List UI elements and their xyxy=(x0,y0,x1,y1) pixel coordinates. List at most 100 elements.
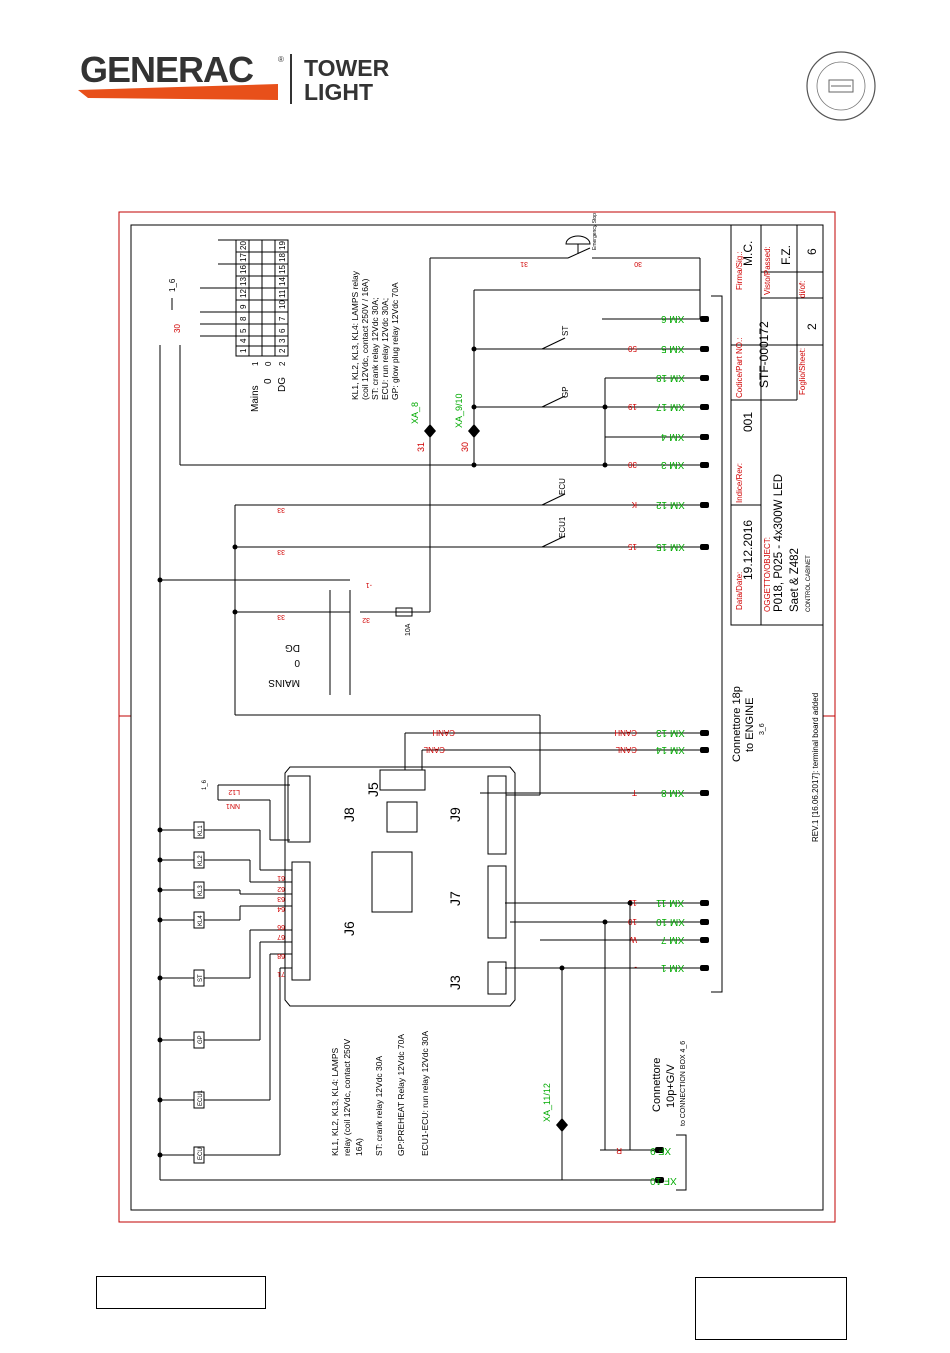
brand-name: GENERAC xyxy=(80,49,254,90)
control-board xyxy=(284,766,516,1007)
note-top-4: ECU: run relay 12Vdc 30A; xyxy=(380,298,390,400)
title-block xyxy=(730,224,824,626)
relay-kl1: KL1 xyxy=(198,825,204,836)
wire-minus-a: -1 xyxy=(366,581,372,588)
table-header-1-0: 1 xyxy=(239,348,248,353)
visto-label: Visto/Passed: xyxy=(763,246,772,295)
xm-8-label: XM 8 xyxy=(661,787,685,798)
wire-33-b: 33 xyxy=(277,548,285,555)
firma-label: Firma/Sig.: xyxy=(735,251,744,290)
wire-33-a: 33 xyxy=(277,506,285,513)
fuse-label: 10A xyxy=(405,623,412,636)
node-xa910-label: XA_9/10 xyxy=(454,393,464,428)
table-header-2-3: 7 xyxy=(278,316,287,321)
wire-64: 64 xyxy=(277,905,285,912)
sheet-inner-frame xyxy=(130,224,824,1211)
table-header-2-0: 2 xyxy=(278,348,287,353)
engine-connector-title-1: Connettore 18p xyxy=(731,686,743,762)
wire-67: 67 xyxy=(277,933,285,940)
bottom-left-stamp-box xyxy=(96,1276,266,1309)
ref-1-6-top: 1_6 xyxy=(168,278,177,292)
revision-note: REV.1 [16.06.2017]: terminal board added xyxy=(811,693,820,842)
table-row-mains: Mains xyxy=(250,385,261,412)
note-bottom-5: GP:PREHEAT Relay 12Vdc 70A xyxy=(396,1034,406,1156)
xm-14-wire: CANL xyxy=(615,745,637,754)
xf-9-label: XF 9 xyxy=(650,1145,672,1156)
table-header-2-9: 19 xyxy=(278,241,287,250)
selector-dg: DG xyxy=(285,642,300,653)
wire-32: 32 xyxy=(362,616,370,623)
wire-31-top: 31 xyxy=(520,260,528,267)
xm-3-wire: 30 xyxy=(628,460,637,469)
table-header-1-6: 13 xyxy=(239,277,248,286)
xm-17-label: XM 17 xyxy=(656,401,685,412)
wire-68: 68 xyxy=(277,952,285,959)
relay-kl2: KL2 xyxy=(198,855,204,866)
table-header-2-2: 6 xyxy=(278,328,287,333)
relay-gp-contact: GP xyxy=(561,386,570,398)
note-top-3: ST: crank relay 12Vdc 30A; xyxy=(370,297,380,400)
table-header-1-5: 12 xyxy=(239,289,248,298)
box-connector-title-2: 10p+G/V xyxy=(665,1064,677,1108)
brand-registered: ® xyxy=(278,55,284,64)
table-header-2-1: 3 xyxy=(278,338,287,343)
xf-9-wire: R xyxy=(616,1146,622,1155)
xm-13-label: XM 13 xyxy=(656,727,685,738)
table-header-2-8: 18 xyxy=(278,253,287,262)
generac-tower-light-logo: GENERAC ® TOWER LIGHT xyxy=(78,49,390,105)
box-connector-ref: to CONNECTION BOX 4_6 xyxy=(680,1041,687,1126)
xm-11-wire: 11 xyxy=(628,898,637,907)
note-top-5: GP: glow plug relay 12Vdc 70A xyxy=(390,282,400,400)
table-header-1-8: 17 xyxy=(239,253,248,262)
relay-st-contact: ST xyxy=(561,326,570,336)
sheet-outer-frame xyxy=(118,211,836,1223)
board-j3: J3 xyxy=(447,975,463,990)
bottom-right-stamp-box xyxy=(695,1277,847,1340)
xm-18-label: XM 18 xyxy=(656,372,685,383)
table-header-1-7: 16 xyxy=(239,265,248,274)
xm-6-label: XM 6 xyxy=(661,313,685,324)
selector-mains: MAINS xyxy=(268,677,300,688)
xm-13-wire: CANH xyxy=(614,728,637,737)
relay-ecu: ECU xyxy=(198,1147,204,1160)
note-bottom-1: KL1, KL2, KL3, KL4: LAMPS xyxy=(330,1047,340,1156)
board-j5: J5 xyxy=(365,782,381,797)
node-xa1112 xyxy=(556,1118,568,1132)
table-row-dg: DG xyxy=(277,377,288,392)
note-bottom-6: ECU1-ECU: run relay 12Vdc 30A xyxy=(420,1030,430,1156)
codice-value: STF-000172 xyxy=(757,321,771,388)
xm-3-label: XM 3 xyxy=(661,459,685,470)
board-j9: J9 xyxy=(447,807,463,822)
xm-10-label: XM 10 xyxy=(656,916,685,927)
xm-12-label: XM 12 xyxy=(656,499,685,510)
selector-zero: 0 xyxy=(294,657,300,668)
xm-10-wire: 10 xyxy=(628,917,637,926)
xm-5-label: XM 5 xyxy=(661,343,685,354)
data-value: 19.12.2016 xyxy=(741,520,755,580)
xm-terminal-strip xyxy=(180,318,700,969)
xm-17-wire: 19 xyxy=(628,402,637,411)
node-31-label: 31 xyxy=(416,442,426,452)
xm-15-label: XM 15 xyxy=(656,541,685,552)
xm-1-label: XM 1 xyxy=(661,962,685,973)
wire-33-c: 33 xyxy=(277,613,285,620)
relay-gp: GP xyxy=(198,1035,204,1044)
emergency-stop-label: Emergency Stop xyxy=(592,213,598,250)
oggetto-label: OGGETTO/OBJECT: xyxy=(763,537,772,612)
table-header-1-2: 5 xyxy=(239,328,248,333)
note-top-1: KL1, KL2, KL3, KL4: LAMPS relay xyxy=(350,270,360,400)
note-bottom-3: 16A) xyxy=(354,1138,364,1156)
relay-kl4: KL4 xyxy=(198,915,204,926)
xm-12-wire: K xyxy=(631,500,637,509)
ref-1-6-left: 1_6 xyxy=(202,779,208,790)
wire-71: 71 xyxy=(277,970,285,977)
wire-l12: L12 xyxy=(228,788,240,795)
node-30-label: 30 xyxy=(460,442,470,452)
indice-label: Indice/Rev: xyxy=(735,463,744,503)
relay-ecu1: ECU1 xyxy=(198,1089,204,1106)
relay-ecu1-contact: ECU1 xyxy=(558,516,567,538)
xm-15-wire: 15 xyxy=(628,542,637,551)
wire-62: 62 xyxy=(277,885,285,892)
xm-7-label: XM 7 xyxy=(661,934,685,945)
